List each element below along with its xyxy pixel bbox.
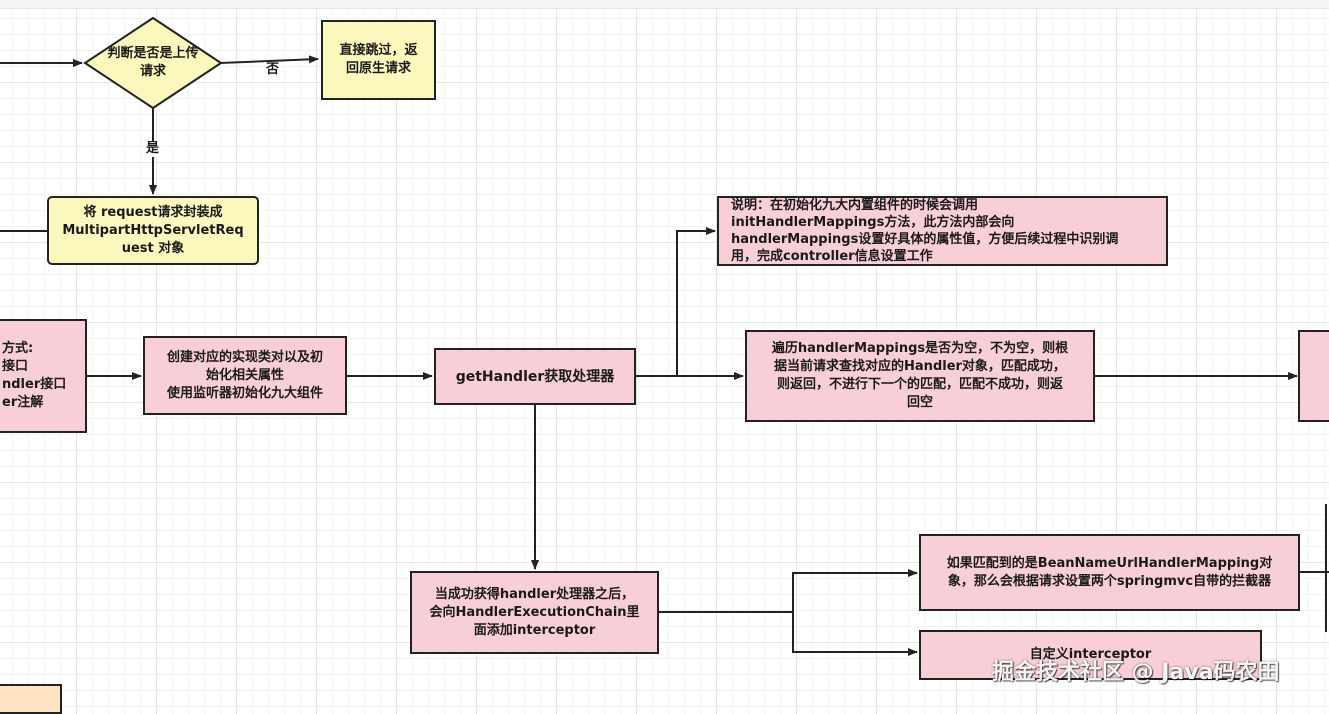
edge-label-yes: 是 — [144, 141, 162, 157]
decision-upload-request: 判断是否是上传 请求 — [107, 46, 199, 79]
right-partial-box — [1298, 330, 1329, 422]
left-partial-box: 方式: 接口 ndler接口 er注解 — [0, 319, 87, 433]
bean-name-url-handler-mapping-box: 如果匹配到的是BeanNameUrlHandlerMapping对 象，那么会根… — [919, 534, 1300, 611]
decision-diamond-shape — [83, 16, 223, 110]
edge-after-to-custom — [792, 612, 918, 656]
custom-interceptor-box: 自定义interceptor — [919, 630, 1262, 680]
edge-gethandler-to-note — [635, 227, 716, 377]
top-toolbar-strip — [0, 0, 1329, 9]
after-handler-acquired-box: 当成功获得handler处理器之后， 会向HandlerExecutionCha… — [410, 571, 659, 654]
traverse-handler-mappings-box: 遍历handlerMappings是否为空，不为空，则根 据当前请求查找对应的H… — [745, 330, 1095, 422]
bottom-left-partial-box — [0, 684, 62, 714]
skip-return-native-request-box: 直接跳过，返 回原生请求 — [321, 20, 436, 100]
edge-after-to-beanname — [658, 569, 918, 613]
edge-decision-to-skip — [219, 55, 319, 64]
edge-label-no: 否 — [264, 62, 282, 78]
wrap-multipart-request-box: 将 request请求封装成 MultipartHttpServletReq u… — [47, 196, 259, 265]
gethandler-box: getHandler获取处理器 — [434, 348, 636, 405]
init-handler-mappings-note-box: 说明：在初始化九大内置组件的时候会调用 initHandlerMappings方… — [717, 196, 1168, 266]
watermark: 掘金技术社区 @ Java码农田 — [992, 660, 1280, 685]
create-impl-box: 创建对应的实现类对以及初 始化相关属性 使用监听器初始化九大组件 — [143, 336, 347, 415]
